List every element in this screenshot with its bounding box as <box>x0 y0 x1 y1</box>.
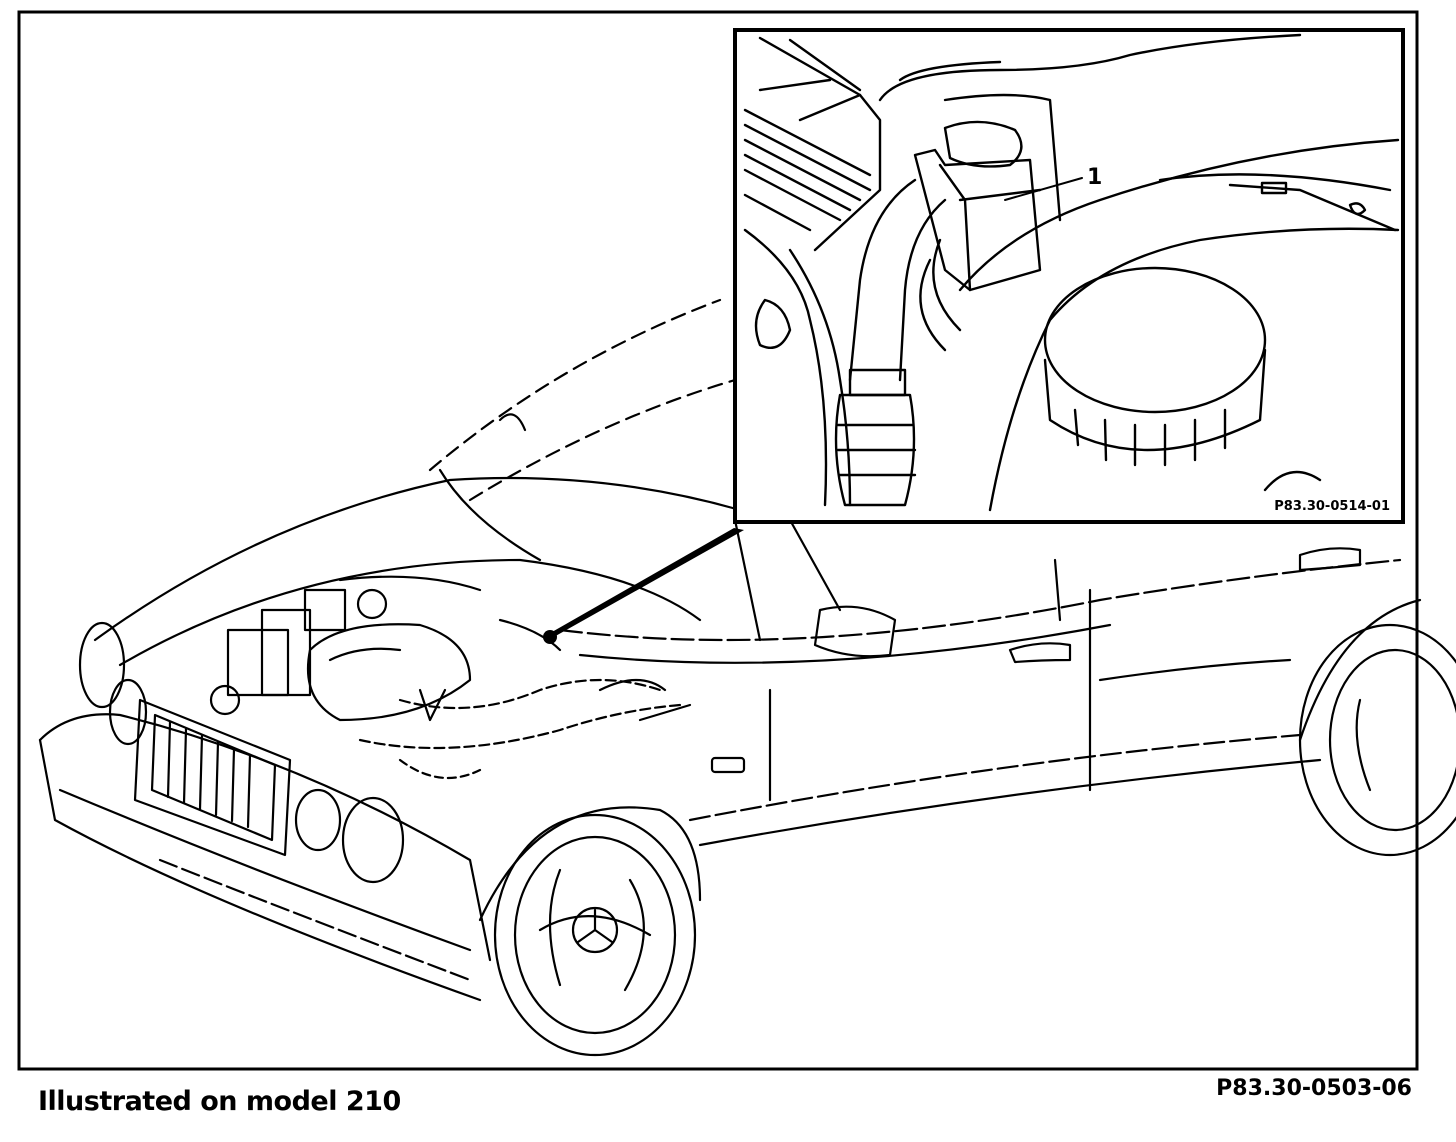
figure-frame <box>17 10 1419 1071</box>
leader-line <box>552 528 744 638</box>
figure-caption: Illustrated on model 210 <box>38 1086 401 1117</box>
location-dot <box>543 630 557 644</box>
inset-reference: P83.30-0514-01 <box>1274 499 1390 514</box>
car-illustration <box>38 298 1456 1057</box>
inset-detail: 1 P83.30-0514-01 <box>733 28 1405 524</box>
figure-reference: P83.30-0503-06 <box>1216 1076 1412 1101</box>
callout-number: 1 <box>1087 165 1102 190</box>
